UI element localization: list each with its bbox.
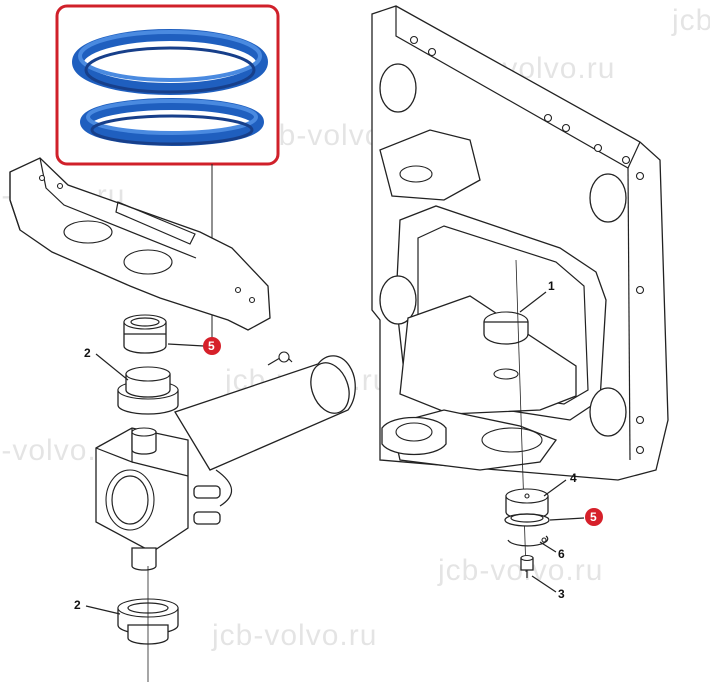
main-frame: [371, 5, 669, 481]
callout-5-right: 5: [590, 510, 597, 524]
seal-ring-icon: [72, 29, 268, 146]
watermark-8: jcb-volvo.ru: [211, 619, 377, 652]
callout-1: 1: [548, 279, 555, 293]
upper-seal: [123, 314, 167, 354]
right-seal: [504, 513, 550, 527]
callouts: 1 2 2 3 4 6 5 5: [74, 279, 603, 615]
spacer: [505, 488, 549, 520]
bolt: [520, 554, 534, 578]
link-arm: [9, 157, 271, 331]
watermark-7: jcb-volvo.ru: [437, 554, 603, 587]
upper-bushing: [117, 366, 179, 415]
watermark-9: jcb-volvo.ru: [671, 4, 710, 37]
seal-highlight-box: [55, 4, 280, 166]
seal-callout-badge-right: [585, 508, 603, 526]
circlip: [507, 535, 549, 547]
callout-6: 6: [558, 547, 565, 561]
callout-2-upper: 2: [84, 346, 91, 360]
callout-5-left: 5: [208, 339, 215, 353]
callout-4: 4: [570, 471, 577, 485]
seal-callout-badge-left: [203, 337, 221, 355]
cylinder-assembly: [95, 351, 356, 571]
callout-3: 3: [558, 587, 565, 601]
callout-2-lower: 2: [74, 598, 81, 612]
